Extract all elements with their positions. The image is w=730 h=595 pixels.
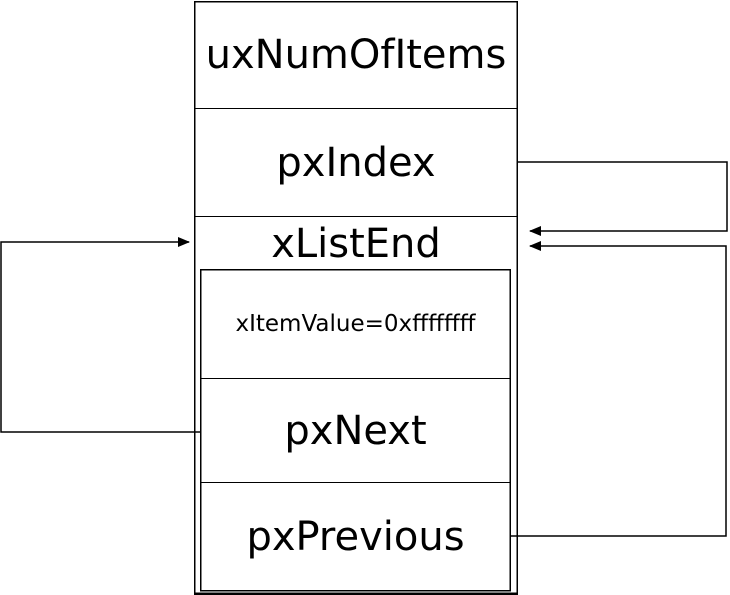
previous-label: pxPrevious xyxy=(246,513,465,560)
index-arrow xyxy=(518,161,728,236)
next-arrow xyxy=(0,237,200,433)
num-of-items-label: uxNumOfItems xyxy=(205,32,507,78)
index-label: pxIndex xyxy=(276,139,436,186)
previous-arrow xyxy=(511,241,727,537)
next-label: pxNext xyxy=(284,407,427,454)
list-end-label: xListEnd xyxy=(271,221,441,267)
inner-frame xyxy=(200,269,511,592)
outer-frame xyxy=(194,1,518,594)
item-value-label: xItemValue=0xffffffff xyxy=(235,311,476,337)
